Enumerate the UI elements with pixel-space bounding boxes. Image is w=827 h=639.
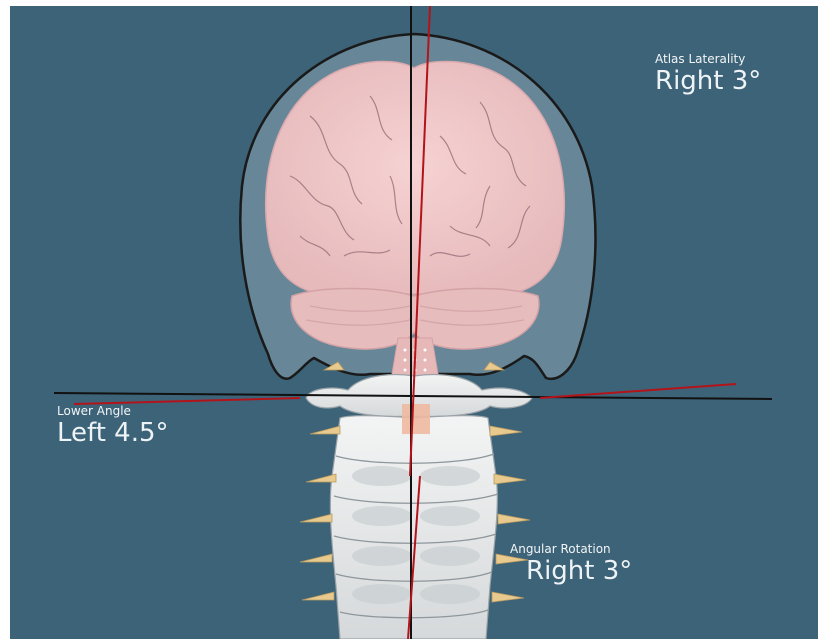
angular-rotation-value: Right 3° [526, 556, 632, 586]
lower-angle-label: Lower Angle Left 4.5° [57, 404, 169, 448]
atlas-laterality-label: Atlas Laterality Right 3° [655, 52, 761, 96]
angular-rotation-label: Angular Rotation Right 3° [510, 542, 632, 586]
angular-rotation-title: Angular Rotation [510, 542, 632, 556]
atlas-laterality-value: Right 3° [655, 66, 761, 96]
cerebrum [266, 62, 565, 295]
lower-angle-value: Left 4.5° [57, 418, 169, 448]
atlas-laterality-title: Atlas Laterality [655, 52, 761, 66]
spine-illustration [10, 6, 818, 639]
spinal-cord [402, 404, 430, 434]
cervical-column [330, 416, 497, 639]
illustration-canvas: Atlas Laterality Right 3° Lower Angle Le… [10, 6, 818, 639]
lower-angle-title: Lower Angle [57, 404, 169, 418]
